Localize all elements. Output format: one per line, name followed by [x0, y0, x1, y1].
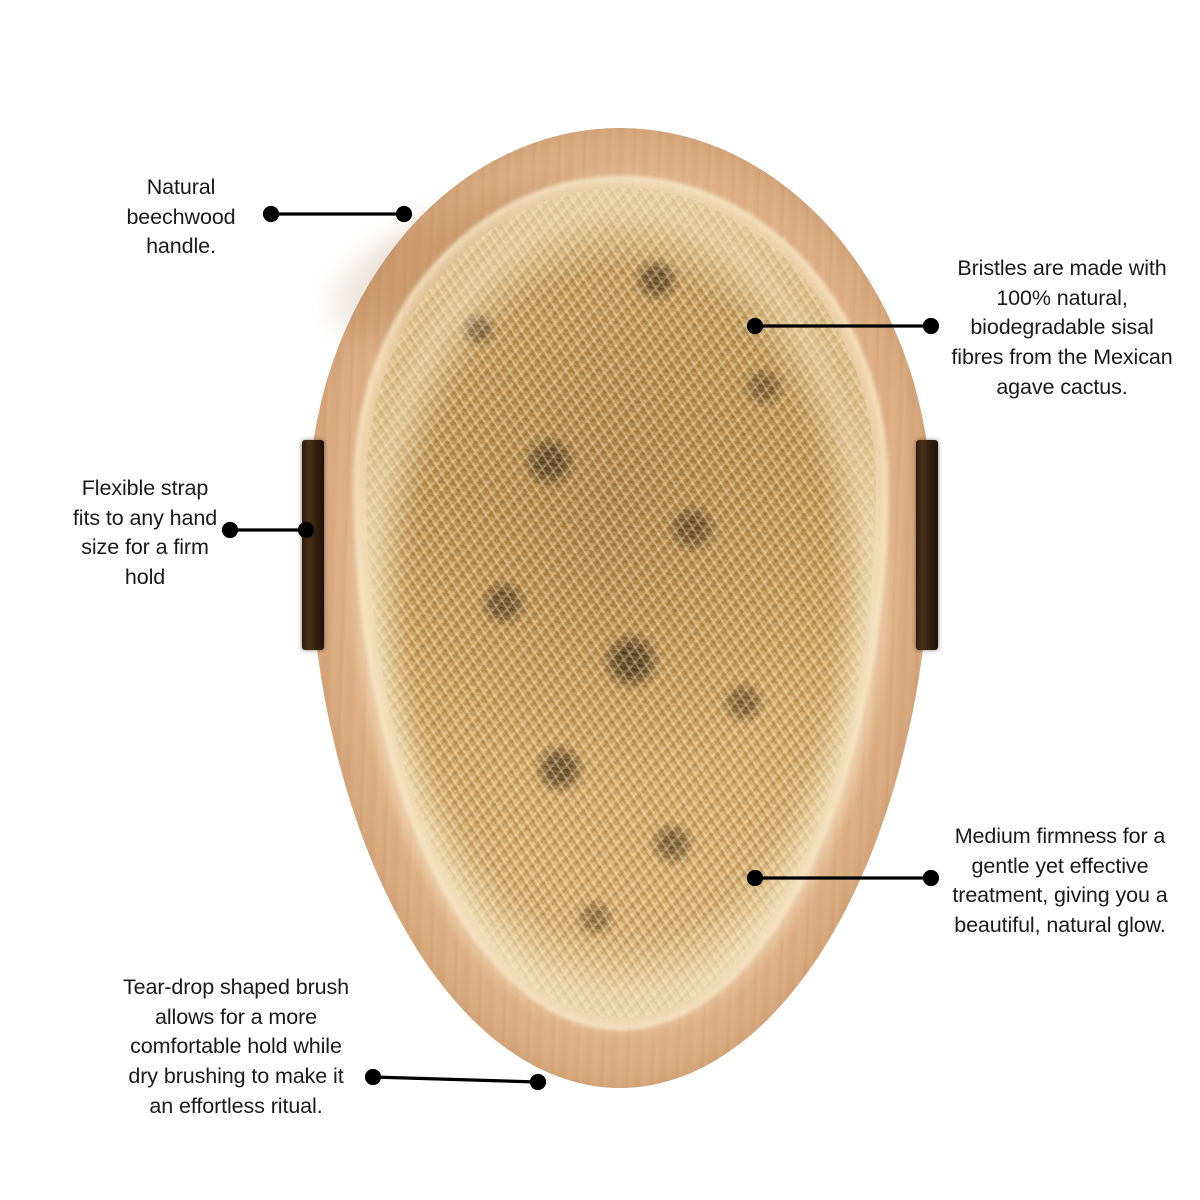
bristle-fibre-texture	[366, 188, 876, 1018]
callout-handle: Natural beechwood handle.	[126, 175, 236, 259]
product-image	[284, 128, 956, 1088]
hand-strap-left	[302, 440, 324, 650]
hand-strap-right	[916, 440, 938, 650]
callout-firmness: Medium firmness for a gentle yet effecti…	[952, 824, 1168, 937]
sisal-bristle-pad	[366, 188, 876, 1018]
callout-strap: Flexible strap fits to any hand size for…	[72, 476, 218, 589]
callout-shape: Tear-drop shaped brush allows for a more…	[122, 975, 350, 1118]
beechwood-handle	[306, 128, 932, 1088]
callout-bristles: Bristles are made with 100% natural, bio…	[951, 256, 1173, 399]
